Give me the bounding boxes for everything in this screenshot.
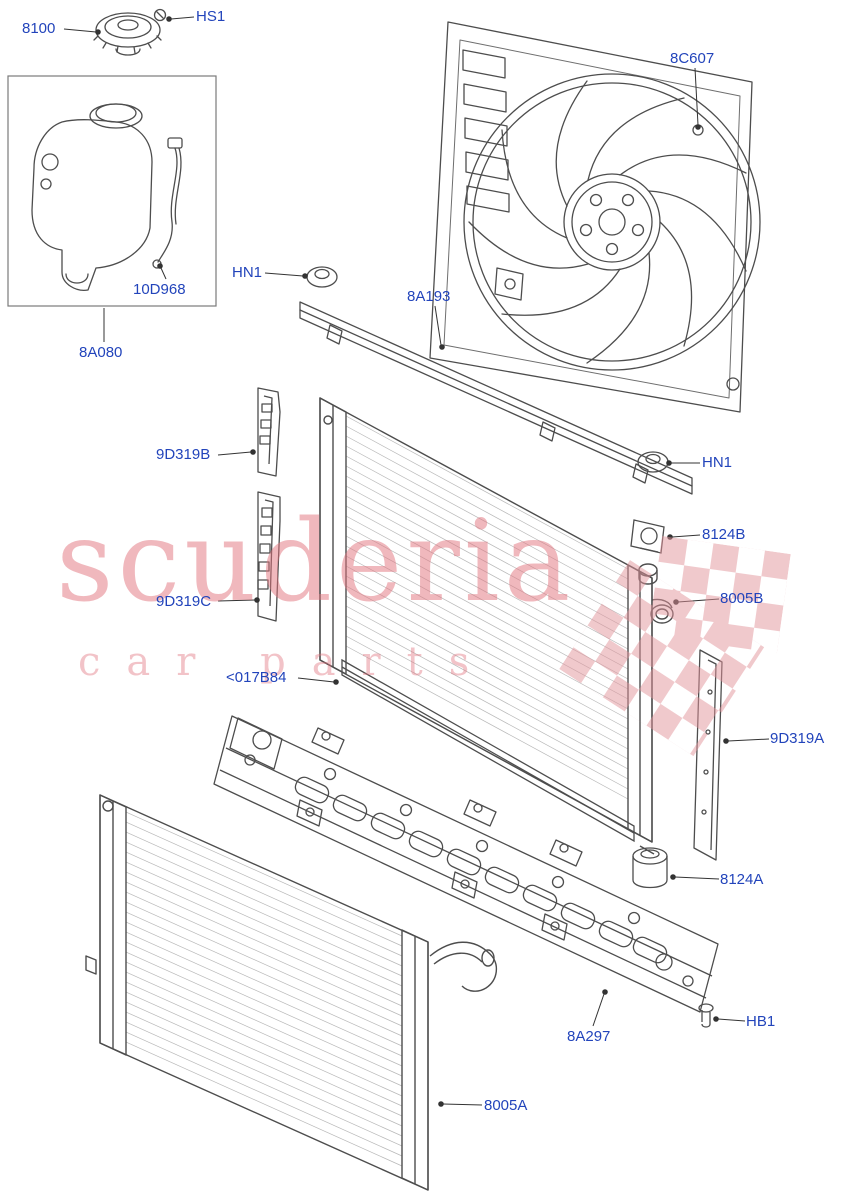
part-label-8124b[interactable]: 8124B <box>702 526 746 543</box>
radiator-8005a-drawing <box>85 794 497 1191</box>
expansion-tank-box <box>7 75 217 307</box>
grommet-top-drawing <box>306 266 338 288</box>
part-label-8c607[interactable]: 8C607 <box>670 50 715 67</box>
part-label-hb1[interactable]: HB1 <box>746 1013 776 1030</box>
part-label-8005a[interactable]: 8005A <box>484 1097 528 1114</box>
part-label-8a193[interactable]: 8A193 <box>407 288 451 305</box>
part-label-017b84[interactable]: <017B84 <box>226 669 287 686</box>
bolt-hb1-drawing <box>698 1003 714 1028</box>
part-label-9d319b[interactable]: 9D319B <box>156 446 211 463</box>
cooling-fan-drawing <box>429 21 761 413</box>
bracket-9d319c-drawing <box>257 491 281 622</box>
bracket-9d319b-drawing <box>257 387 281 477</box>
part-label-hn1-top[interactable]: HN1 <box>232 264 263 281</box>
part-label-8005b[interactable]: 8005B <box>720 590 764 607</box>
part-label-8a297[interactable]: 8A297 <box>567 1028 611 1045</box>
part-label-9d319a[interactable]: 9D319A <box>770 730 825 747</box>
part-label-8124a[interactable]: 8124A <box>720 871 764 888</box>
part-label-hs1[interactable]: HS1 <box>196 8 226 25</box>
top-bar-drawing <box>299 301 693 495</box>
mount-8124a-drawing <box>632 847 668 889</box>
watermark-checker-flags <box>559 536 791 757</box>
crossmember-drawing <box>213 715 719 1013</box>
mount-8124b-drawing <box>630 519 665 554</box>
part-label-9d319c[interactable]: 9D319C <box>156 593 212 610</box>
part-label-8a080[interactable]: 8A080 <box>79 344 123 361</box>
part-label-10d968[interactable]: 10D968 <box>133 281 186 298</box>
part-label-hn1-right[interactable]: HN1 <box>702 454 733 471</box>
coolant-cap-drawing <box>93 8 167 56</box>
expansion-tank-drawing <box>31 103 183 291</box>
part-label-8100[interactable]: 8100 <box>22 20 56 37</box>
seal-strip-drawing <box>341 658 635 843</box>
